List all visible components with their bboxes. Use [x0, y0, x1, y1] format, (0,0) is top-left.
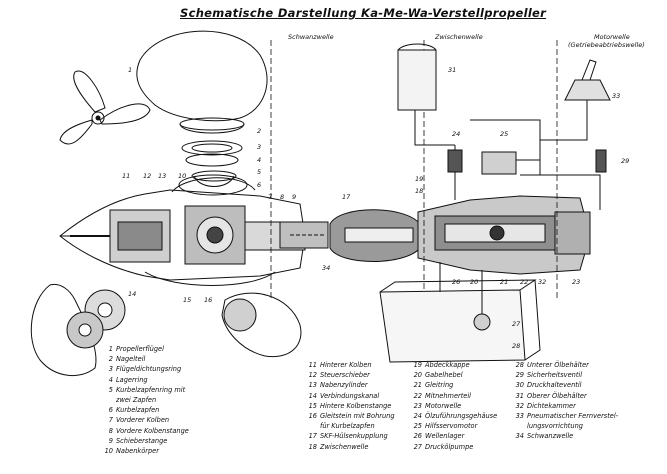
callout-number: 28	[512, 342, 521, 350]
pneumatic-device	[564, 79, 611, 101]
callout-number: 6	[257, 181, 262, 189]
label-zwischenwelle: Zwischenwelle	[435, 33, 483, 41]
callout-number: 32	[538, 278, 547, 286]
callout-number: 25	[500, 130, 509, 138]
callout-number: 22	[520, 278, 529, 286]
callout-number: 18	[415, 187, 424, 195]
callout-number: 15	[183, 296, 192, 304]
callout-number: 20	[470, 278, 479, 286]
legend-item: lungsvorrichtung	[527, 422, 583, 431]
callout-number: 27	[512, 320, 521, 328]
callout-number: 34	[322, 264, 331, 272]
callout-number: 24	[452, 130, 461, 138]
callout-number: 16	[204, 296, 213, 304]
callout-number: 12	[143, 172, 152, 180]
callout-number: 19	[415, 175, 424, 183]
callout-number: 33	[612, 92, 621, 100]
legend-item: zwei Zapfen	[116, 395, 157, 404]
callout-number: 13	[158, 172, 167, 180]
callout-number: 14	[128, 290, 137, 298]
lower-oil-tank	[379, 262, 541, 363]
callout-number: 23	[572, 278, 581, 286]
tail-shaft	[279, 221, 329, 249]
callout-number: 21	[500, 278, 509, 286]
small-propeller-drawing	[59, 70, 151, 145]
diagram-title: Schematische Darstellung Ka-Me-Wa-Verste…	[180, 6, 547, 20]
blade-outline-top	[136, 30, 268, 122]
callout-number: 26	[452, 278, 461, 286]
callout-number: 3	[257, 143, 262, 151]
callout-number: 2	[257, 127, 262, 135]
callout-number: 8	[280, 193, 285, 201]
callout-number: 10	[178, 172, 187, 180]
blade-outline-bottom-right	[221, 292, 302, 358]
hub-assembly	[59, 174, 306, 286]
callout-number: 17	[342, 193, 351, 201]
callout-number: 4	[257, 156, 262, 164]
callout-number: 29	[621, 157, 630, 165]
coupling	[329, 209, 421, 262]
legend-item: für Kurbelzapfen	[320, 422, 375, 431]
servo-housing	[417, 195, 591, 275]
label-schwanzwelle: Schwanzwelle	[288, 33, 334, 41]
callout-number: 7	[268, 193, 273, 201]
hub-disc	[66, 289, 257, 349]
label-motorwelle: Motorwelle	[594, 33, 630, 41]
callout-number: 1	[128, 66, 133, 74]
upper-oil-tank	[397, 49, 437, 111]
callout-number: 9	[292, 193, 297, 201]
callout-number: 11	[122, 172, 131, 180]
label-getriebeabtriebswelle: (Getriebeabtriebswelle)	[568, 41, 645, 49]
callout-number: 31	[448, 66, 457, 74]
callout-number: 5	[257, 168, 262, 176]
blade-outline-bottom-left	[30, 283, 97, 377]
